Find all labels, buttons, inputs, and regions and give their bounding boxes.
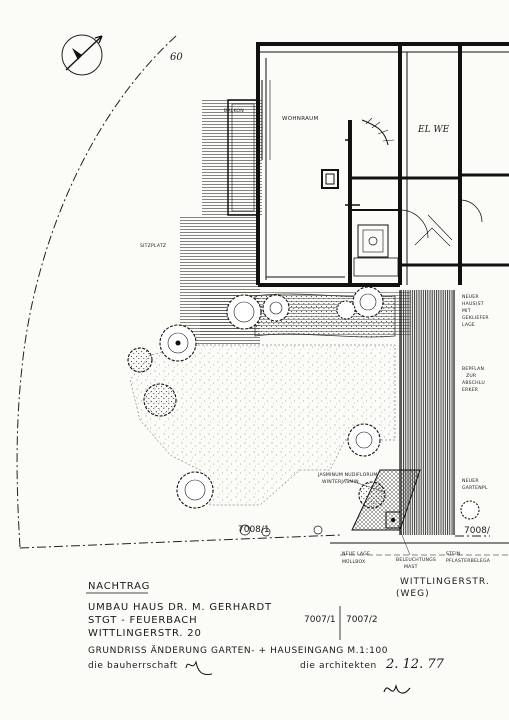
annotation-text: ABSCHLU (462, 380, 485, 386)
seating-area-label: SITZPLATZ (140, 243, 166, 249)
annotation-text: NEUE LAGE (342, 551, 370, 557)
annotation-text: GEKLIEFER (462, 315, 489, 321)
north-arrow-icon (61, 34, 103, 76)
annotation-text: MÜLLBOX (342, 558, 365, 565)
annotation-text: LAGE (462, 322, 475, 328)
parcel-label-7008: 7008/ (464, 526, 491, 536)
scale-mark-label: 60 (170, 52, 183, 63)
property-boundary (16, 35, 490, 549)
annotation-text: NEUER (462, 294, 479, 300)
annotation-text: MAST (404, 564, 418, 570)
tree-icon (239, 524, 323, 537)
annotation-text: STEIN (446, 551, 460, 557)
annotation-text: ERKER (462, 387, 479, 393)
parcel-label-7008-1: 7008/1 (238, 525, 270, 535)
title-block: NACHTRAG UMBAU HAUS DR. M. GERHARDT STGT… (86, 581, 445, 694)
tree-icon (460, 500, 480, 520)
title-line-2: STGT - FEUERBACH (88, 615, 197, 626)
lawn-area (129, 344, 396, 506)
tree-icon (143, 383, 177, 417)
client-label: die bauherrschaft (88, 661, 178, 671)
living-room-label: WOHNRAUM (282, 116, 319, 122)
annotation-text: MIT (462, 308, 471, 314)
parcel-label-7007-2: 7007/2 (346, 615, 378, 625)
client-signature (185, 660, 213, 675)
corner-note-label: EL WE (417, 125, 450, 135)
annotation-text: ZUR (466, 373, 477, 379)
balcony-label: BALKON (224, 108, 244, 114)
drawing-date: 2. 12. 77 (385, 657, 445, 672)
title-line-4: GRUNDRISS ÄNDERUNG GARTEN- + HAUSEINGANG… (88, 645, 388, 656)
right-annotations: NEUER HAUS(ST MIT GEKLIEFER LAGE BEPFLAN… (462, 294, 489, 491)
tree-icon (226, 294, 262, 330)
tree-icon (127, 347, 153, 373)
annotation-text: GARTENPL (462, 485, 488, 491)
annotation-text: HAUS(ST (462, 301, 484, 307)
tree-icon (352, 286, 384, 318)
parcel-label-7007-1: 7007/1 (304, 615, 336, 625)
tree-icon (176, 471, 214, 509)
annotation-text: BEPFLAN (462, 366, 484, 372)
house-floor-plan (227, 42, 509, 287)
title-line-3: WITTLINGERSTR. 20 (88, 628, 202, 639)
tree-icon (347, 423, 381, 457)
street-name-label: WITTLINGERSTR. (400, 577, 490, 587)
annotation-text: JASMINUM NUDIFLORUM (317, 472, 378, 478)
street-type-label: (WEG) (396, 589, 430, 599)
trees-and-shrubs (127, 286, 480, 537)
title-line-1: UMBAU HAUS DR. M. GERHARDT (88, 602, 272, 613)
tree-icon (159, 324, 197, 362)
nachtrag-label: NACHTRAG (88, 581, 150, 592)
annotation-text: NEUER (462, 478, 479, 484)
annotation-text: BELEUCHTUNGS (396, 557, 436, 563)
annotation-text: WINTERJASMIN (322, 479, 359, 485)
architect-signature (383, 683, 411, 694)
tree-icon (358, 481, 386, 509)
annotation-text: PFLASTERBELEGA (446, 558, 491, 564)
tree-icon (262, 294, 290, 322)
architect-label: die architekten (300, 661, 377, 671)
tree-icon (336, 300, 356, 320)
entrance-annotations: JASMINUM NUDIFLORUM WINTERJASMIN NEUE LA… (317, 472, 491, 570)
